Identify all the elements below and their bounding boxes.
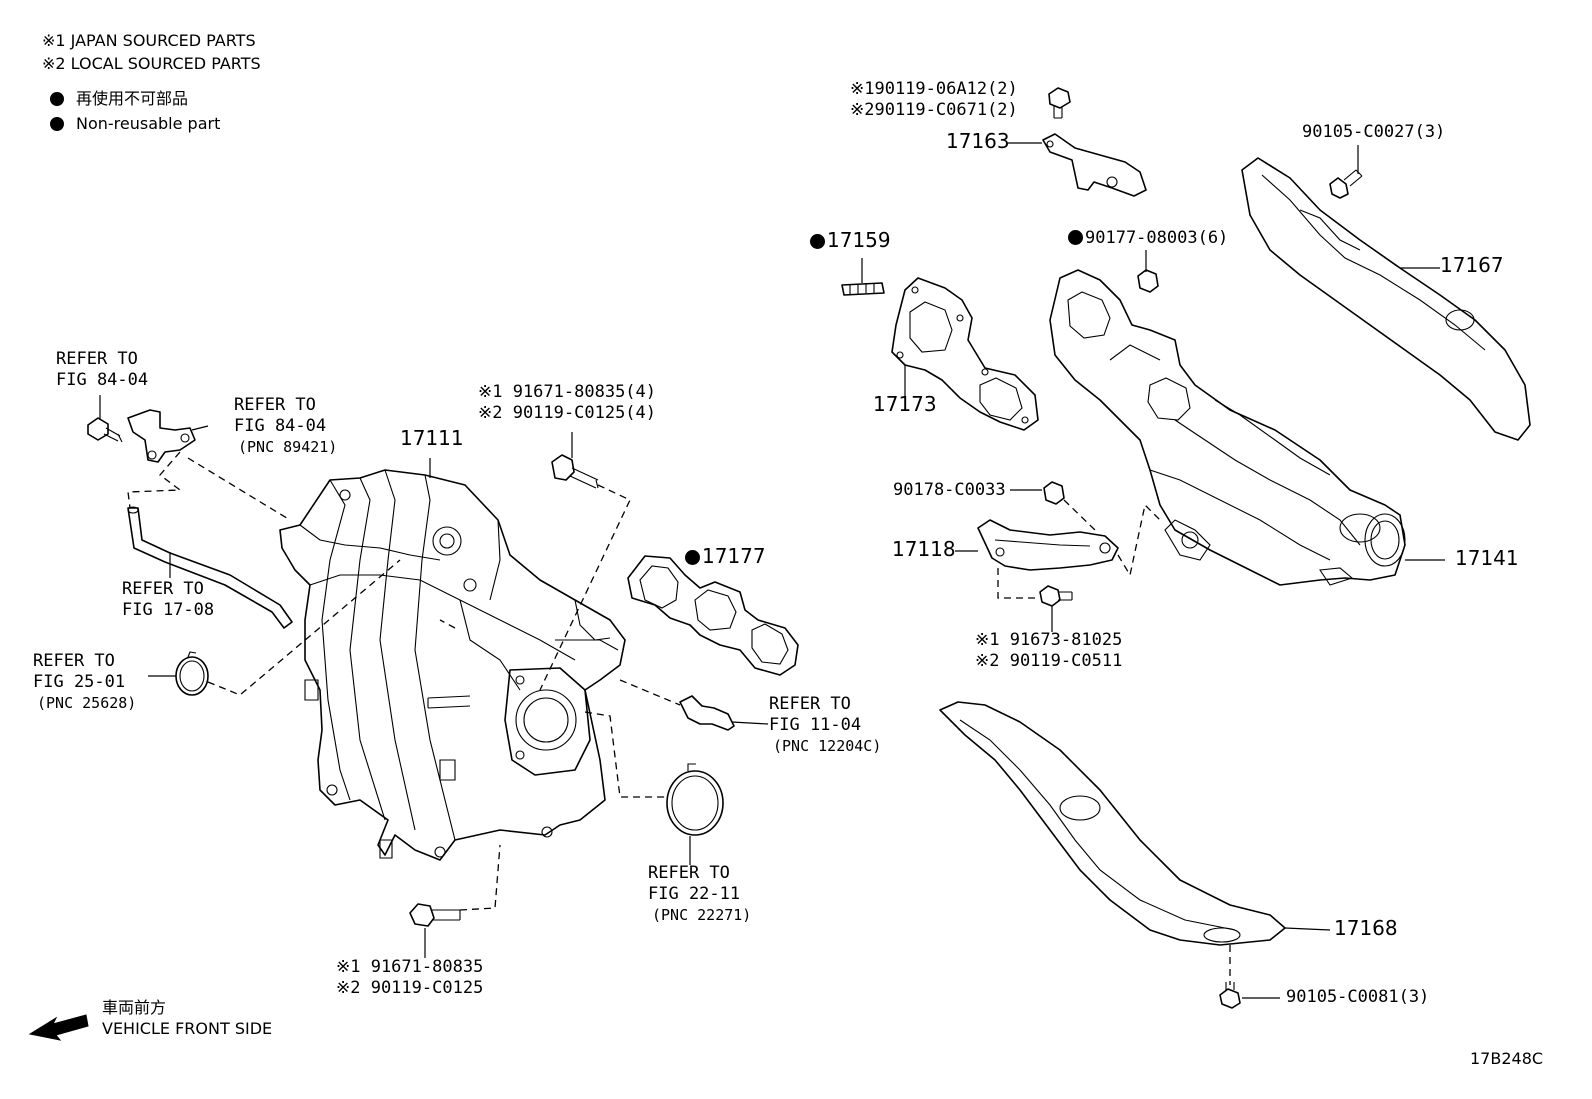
bolt-17163-label[interactable]: ※190119-06A12(2) ※290119-C0671(2) bbox=[850, 79, 1018, 121]
bracket-17118 bbox=[977, 519, 1119, 571]
bolt-top-line2: ※2 90119-C0125(4) bbox=[478, 403, 657, 423]
ref-fig-22-11[interactable]: REFER TO FIG 22-11 (PNC 22271) bbox=[648, 863, 751, 926]
ref-line2: FIG 22-11 bbox=[648, 884, 741, 904]
ref-pnc: (PNC 89421) bbox=[238, 438, 338, 456]
bolt-bottom-line1: ※1 91671-80835 bbox=[336, 957, 484, 977]
gasket-ring-icon bbox=[175, 651, 209, 696]
ref-fig-25-01[interactable]: REFER TO FIG 25-01 (PNC 25628) bbox=[33, 651, 136, 714]
part-17168[interactable]: 17168 bbox=[1334, 916, 1398, 940]
sensor-icon bbox=[127, 409, 196, 463]
ref-line2: FIG 25-01 bbox=[33, 672, 126, 692]
part-17167[interactable]: 17167 bbox=[1440, 253, 1504, 277]
part-17141[interactable]: 17141 bbox=[1455, 546, 1519, 570]
bolt-top-label[interactable]: ※1 91671-80835(4) ※2 90119-C0125(4) bbox=[478, 382, 656, 424]
ref-pnc: (PNC 25628) bbox=[37, 694, 137, 712]
part-17118[interactable]: 17118 bbox=[892, 537, 956, 561]
ref-pnc: (PNC 12204C) bbox=[773, 737, 882, 755]
bolt-90105-top-label[interactable]: 90105-C0027(3) bbox=[1302, 122, 1446, 142]
ref-line1: REFER TO bbox=[56, 349, 138, 369]
nonreusable-dot-icon bbox=[50, 92, 64, 106]
nut-icon bbox=[1137, 269, 1159, 293]
bracket-17163 bbox=[1042, 133, 1147, 197]
bolt-17163-line1: ※190119-06A12(2) bbox=[850, 79, 1018, 99]
ref-line2: FIG 84-04 bbox=[234, 416, 327, 436]
heat-insulator-17167 bbox=[1241, 157, 1531, 441]
bolt-top-line1: ※1 91671-80835(4) bbox=[478, 382, 657, 402]
nonreusable-dot-icon bbox=[810, 234, 825, 249]
part-17159-text: 17159 bbox=[827, 228, 891, 252]
figure-code: 17B248C bbox=[1470, 1049, 1544, 1068]
nonreusable-jp-text: 再使用不可部品 bbox=[76, 89, 189, 108]
gasket-ring-icon bbox=[666, 763, 724, 836]
bolt-90105-bottom-label[interactable]: 90105-C0081(3) bbox=[1286, 987, 1430, 1007]
bolt-17118-line1: ※1 91673-81025 bbox=[975, 630, 1123, 650]
leader-lines-left bbox=[99, 395, 769, 958]
stud-17159 bbox=[841, 282, 885, 296]
ref-line2: FIG 17-08 bbox=[122, 600, 215, 620]
ref-fig-11-04[interactable]: REFER TO FIG 11-04 (PNC 12204C) bbox=[769, 694, 881, 757]
nut-icon bbox=[1043, 481, 1065, 505]
part-17173[interactable]: 17173 bbox=[873, 392, 937, 416]
bolt-icon bbox=[409, 903, 461, 927]
hose-icon bbox=[127, 506, 293, 629]
nut-90177-label[interactable]: 90177-08003(6) bbox=[1068, 228, 1228, 249]
legend-nonreusable-jp: 再使用不可部品 bbox=[50, 88, 188, 110]
bolt-icon bbox=[1048, 87, 1071, 119]
nonreusable-en-text: Non-reusable part bbox=[76, 114, 221, 133]
part-17111[interactable]: 17111 bbox=[400, 426, 464, 450]
nut-90177-text: 90177-08003(6) bbox=[1085, 228, 1229, 248]
ref-fig-84-04-bolt[interactable]: REFER TO FIG 84-04 bbox=[56, 349, 148, 391]
bolt-17118-line2: ※2 90119-C0511 bbox=[975, 651, 1123, 671]
front-label-jp: 車両前方 bbox=[102, 998, 167, 1017]
bolt-icon bbox=[1219, 982, 1241, 1009]
nut-90178-label[interactable]: 90178-C0033 bbox=[893, 480, 1006, 500]
ref-fig-17-08[interactable]: REFER TO FIG 17-08 bbox=[122, 579, 214, 621]
bolt-icon bbox=[87, 417, 123, 443]
nonreusable-dot-icon bbox=[685, 550, 700, 565]
bolt-bottom-label[interactable]: ※1 91671-80835 ※2 90119-C0125 bbox=[336, 957, 483, 999]
front-label-en: VEHICLE FRONT SIDE bbox=[102, 1019, 273, 1038]
heat-insulator-17168 bbox=[939, 701, 1286, 946]
ref-line1: REFER TO bbox=[122, 579, 204, 599]
vehicle-front-arrow-icon bbox=[28, 1014, 89, 1041]
legend-local-sourced: ※2 LOCAL SOURCED PARTS bbox=[42, 54, 261, 73]
intake-gasket-17177 bbox=[627, 555, 799, 676]
exhaust-manifold-17141 bbox=[1049, 269, 1406, 586]
bolt-icon bbox=[1329, 169, 1363, 199]
bolt-icon bbox=[1039, 585, 1073, 607]
ref-fig-84-04-sensor[interactable]: REFER TO FIG 84-04 (PNC 89421) bbox=[234, 395, 337, 458]
nonreusable-dot-icon bbox=[50, 117, 64, 131]
ref-line1: REFER TO bbox=[33, 651, 115, 671]
ref-line2: FIG 11-04 bbox=[769, 715, 862, 735]
part-17177[interactable]: 17177 bbox=[685, 546, 766, 567]
legend-nonreusable-en: Non-reusable part bbox=[50, 113, 220, 135]
ref-line1: REFER TO bbox=[234, 395, 316, 415]
exhaust-gasket-17173 bbox=[891, 277, 1039, 431]
fitting-icon bbox=[679, 695, 735, 731]
ref-line2: FIG 84-04 bbox=[56, 370, 149, 390]
bolt-bottom-line2: ※2 90119-C0125 bbox=[336, 978, 484, 998]
ref-pnc: (PNC 22271) bbox=[652, 906, 752, 924]
part-17177-text: 17177 bbox=[702, 544, 766, 568]
nonreusable-dot-icon bbox=[1068, 230, 1083, 245]
ref-line1: REFER TO bbox=[769, 694, 851, 714]
ref-line1: REFER TO bbox=[648, 863, 730, 883]
bolt-17118-label[interactable]: ※1 91673-81025 ※2 90119-C0511 bbox=[975, 630, 1122, 672]
bolt-17163-line2: ※290119-C0671(2) bbox=[850, 100, 1018, 120]
legend-japan-sourced: ※1 JAPAN SOURCED PARTS bbox=[42, 31, 256, 50]
part-17163[interactable]: 17163 bbox=[946, 129, 1010, 153]
leader-lines-right bbox=[861, 142, 1445, 999]
bolt-icon bbox=[551, 454, 599, 489]
part-17159[interactable]: 17159 bbox=[810, 230, 891, 251]
intake-manifold-17111 bbox=[279, 469, 626, 861]
